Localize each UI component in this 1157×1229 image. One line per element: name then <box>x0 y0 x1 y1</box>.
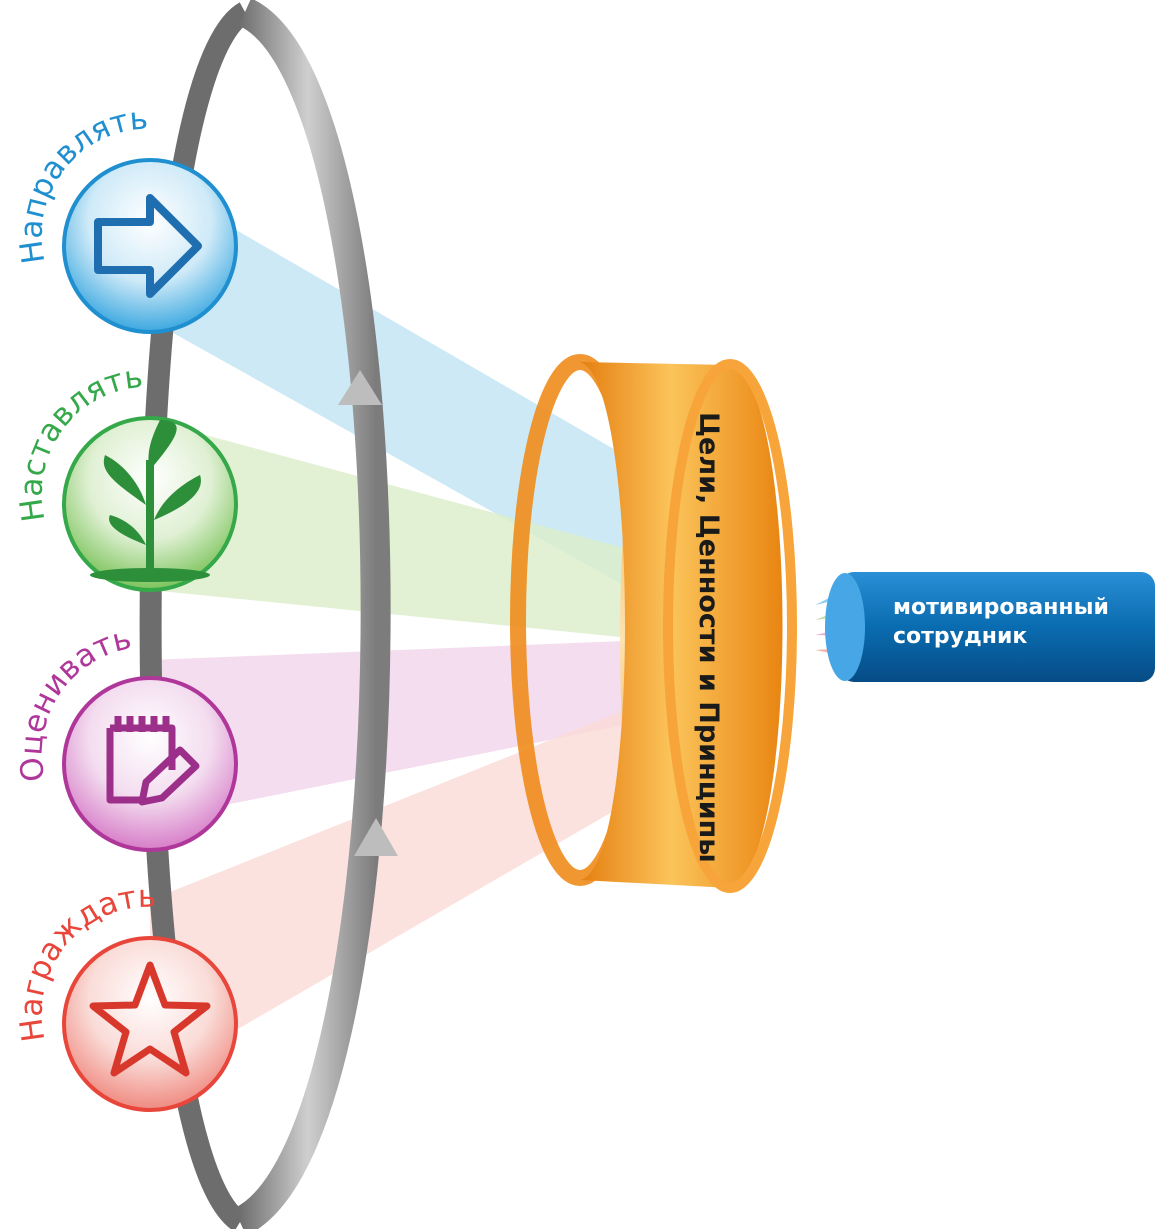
arrow-right-icon <box>94 194 202 298</box>
cycle-loop-front <box>232 0 391 1229</box>
cylinder-body <box>840 572 1155 682</box>
cycle-arrow-icon <box>338 370 382 405</box>
star-icon <box>89 961 211 1077</box>
light-beams <box>150 180 650 1080</box>
action-circle <box>62 936 238 1112</box>
action-direct: Направлять <box>13 100 238 334</box>
cycle-arrow-icon <box>354 818 398 856</box>
notepad-pencil-icon <box>106 716 200 806</box>
action-circle <box>62 158 238 334</box>
output-cylinder: мотивированный сотрудник <box>825 572 1155 682</box>
values-ring: Цели, Ценности и Принципы <box>510 354 797 893</box>
plant-sprout-icon <box>90 420 210 582</box>
cycle-loop-back <box>139 2 252 1229</box>
output-line2: сотрудник <box>893 624 1027 649</box>
ring-label: Цели, Ценности и Принципы <box>693 412 724 863</box>
beam-red <box>150 700 650 1080</box>
cylinder-face <box>825 573 865 681</box>
ring-right-rim <box>663 359 797 893</box>
action-circle <box>62 676 238 852</box>
action-evaluate: Оценивать <box>13 620 238 852</box>
ring-band <box>580 362 783 888</box>
action-coach: Наставлять <box>13 359 238 592</box>
output-line1: мотивированный <box>893 595 1109 620</box>
cycle-loop <box>139 0 398 1229</box>
